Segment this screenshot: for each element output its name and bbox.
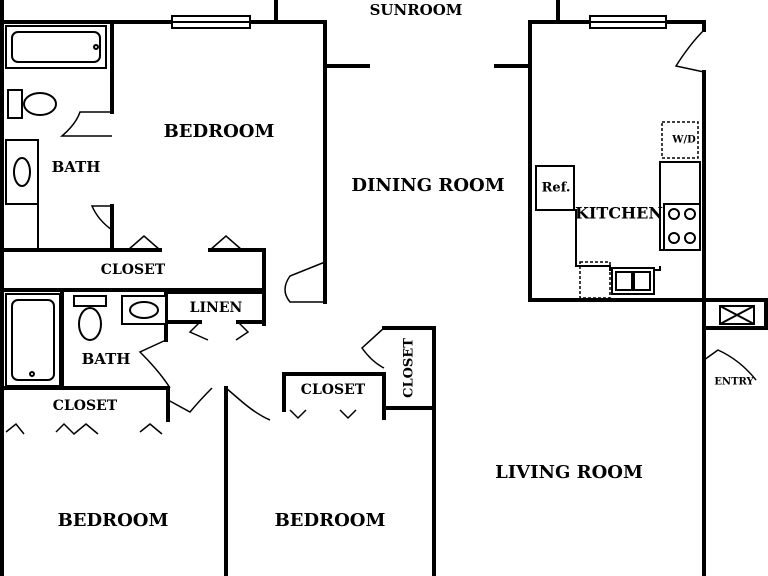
bathtub-mid [5,293,61,387]
label-sunroom: SUNROOM [370,1,463,19]
sink-top [5,139,39,205]
dishwasher [579,261,611,299]
label-washer-dryer: W/D [671,135,696,146]
label-living-room: LIVING ROOM [495,462,643,483]
label-kitchen: KITCHEN [575,204,663,223]
label-refrigerator: Ref. [542,181,571,196]
label-bedroom-bottom-center: BEDROOM [275,510,386,531]
windows [171,15,667,29]
label-entry: ENTRY [714,377,754,388]
room-labels: SUNROOM BEDROOM BATH DINING ROOM KITCHEN… [52,1,755,531]
toilet-top [7,89,23,119]
label-bedroom-top: BEDROOM [164,121,275,142]
label-closet-center: CLOSET [301,382,366,398]
washer-dryer [661,121,699,159]
label-bath-mid: BATH [82,350,131,368]
fixtures [5,25,755,387]
label-linen: LINEN [190,300,243,316]
label-closet-hall: CLOSET [101,262,166,278]
label-dining-room: DINING ROOM [351,175,504,196]
toilet-mid [73,295,107,307]
sink-mid [121,295,167,325]
doors [5,29,757,436]
label-bath-top: BATH [52,158,101,176]
label-bedroom-bottom-left: BEDROOM [58,510,169,531]
label-closet-vertical: CLOSET [402,338,417,398]
label-closet-bottom-left: CLOSET [53,398,118,414]
